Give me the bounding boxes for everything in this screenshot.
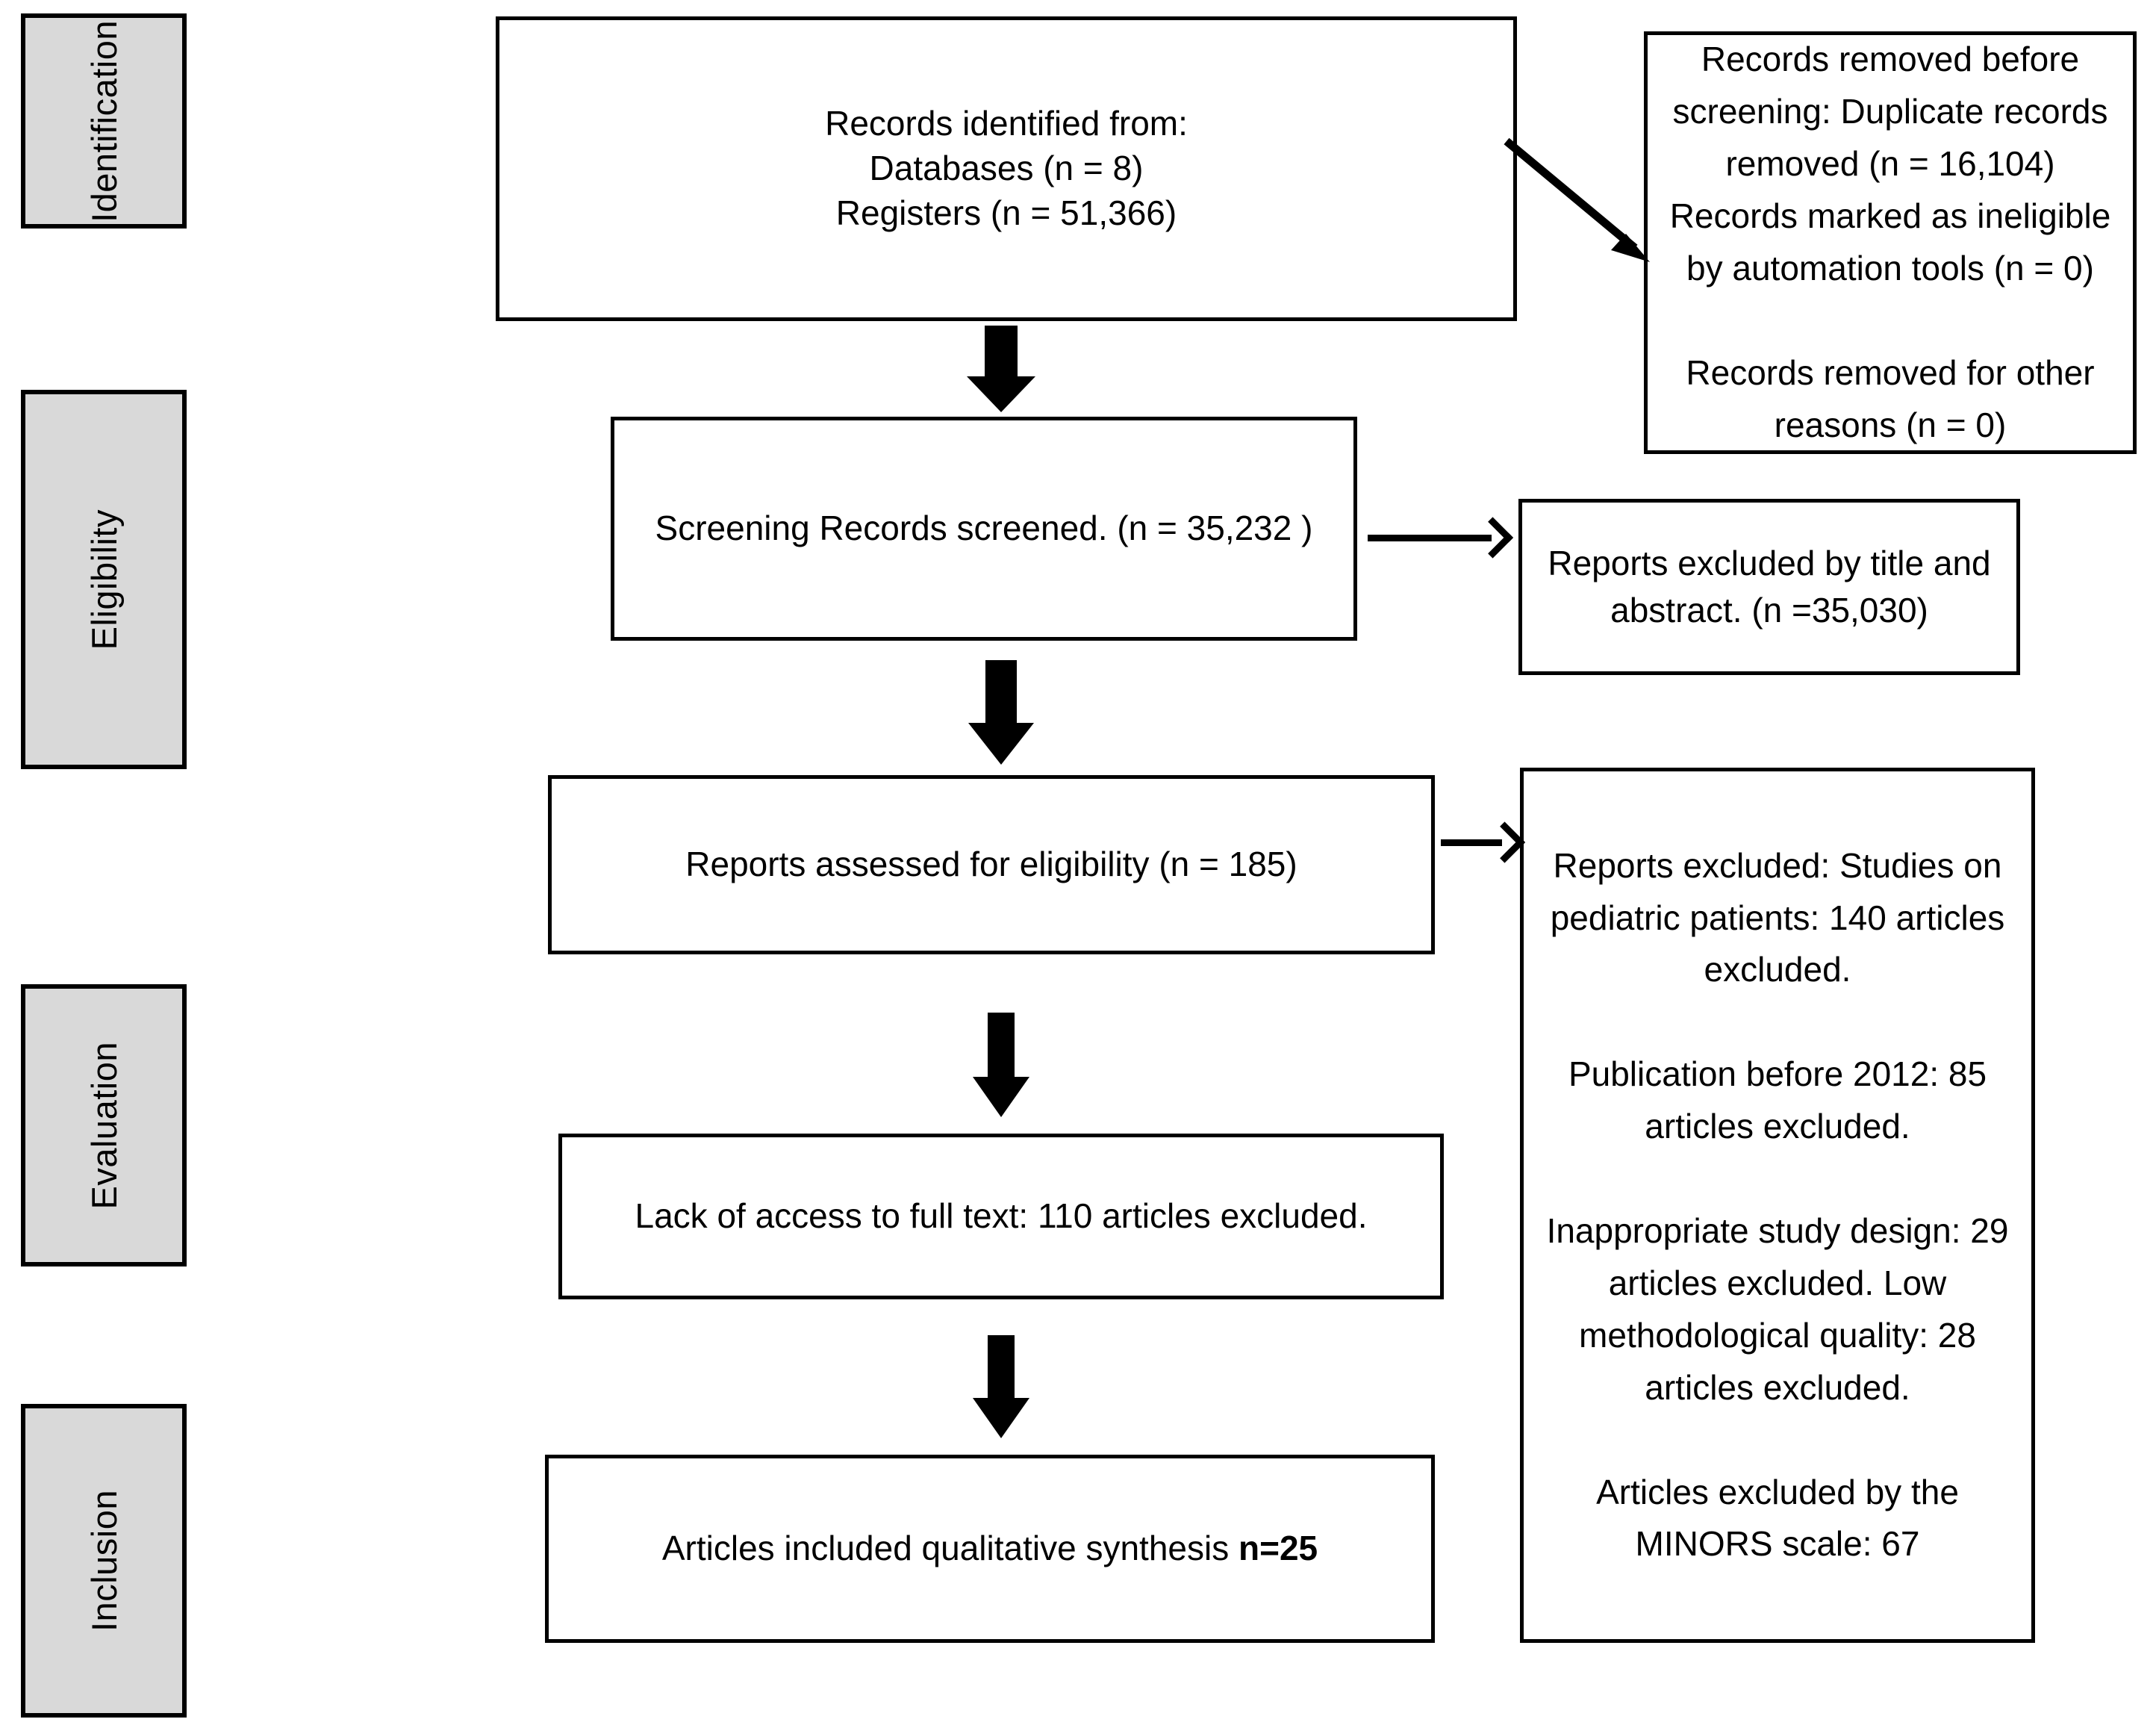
node-records-screened: Screening Records screened. (n = 35,232 … (611, 417, 1357, 641)
node-articles-included-count: n=25 (1239, 1529, 1318, 1568)
arrow-shaft (985, 660, 1017, 726)
connector-identified-to-screened (960, 326, 1042, 412)
stage-box-eligibility: Eligibility (21, 390, 187, 769)
arrow-head (967, 376, 1035, 412)
stage-label-inclusion: Inclusion (84, 1490, 124, 1632)
connector-screened-to-excluded (1368, 515, 1514, 560)
connector-assessed-to-excluded (1441, 820, 1526, 865)
connector-assessed-to-lack (960, 1013, 1042, 1125)
arrow-shaft (988, 1013, 1015, 1080)
node-records-removed-before-screening-text: Records removed before screening: Duplic… (1669, 40, 2111, 444)
node-records-identified-text: Records identified from: Databases (n = … (825, 104, 1188, 232)
connector-lack-to-included (960, 1335, 1042, 1446)
arrow-line (1368, 535, 1492, 541)
node-articles-included-label: Articles included qualitative synthesis (661, 1529, 1239, 1568)
arrow-head (968, 723, 1034, 765)
connector-screened-to-assessed (960, 660, 1042, 769)
node-records-removed-before-screening: Records removed before screening: Duplic… (1644, 31, 2137, 454)
diagonal-arrow-icon (1504, 137, 1650, 262)
node-reports-assessed-text: Reports assessed for eligibility (n = 18… (685, 845, 1297, 884)
arrow-head (1483, 821, 1526, 863)
node-articles-included: Articles included qualitative synthesis … (545, 1455, 1435, 1643)
node-lack-of-access-text: Lack of access to full text: 110 article… (635, 1196, 1368, 1236)
node-reports-assessed: Reports assessed for eligibility (n = 18… (548, 775, 1435, 954)
node-reports-excluded-title-abstract: Reports excluded by title and abstract. … (1518, 499, 2020, 675)
stage-box-inclusion: Inclusion (21, 1404, 187, 1718)
stage-label-identification: Identification (84, 19, 124, 223)
node-articles-included-text: Articles included qualitative synthesis … (646, 1526, 1334, 1571)
arrow-shaft (985, 326, 1018, 379)
stage-label-evaluation: Evaluation (84, 1041, 124, 1210)
arrow-line (1441, 839, 1502, 846)
arrow-head (973, 1077, 1029, 1117)
arrow-head (1471, 517, 1514, 559)
node-lack-of-access: Lack of access to full text: 110 article… (558, 1134, 1444, 1299)
node-reports-excluded-title-abstract-text: Reports excluded by title and abstract. … (1548, 544, 1991, 630)
stage-box-evaluation: Evaluation (21, 984, 187, 1266)
node-reports-excluded-reasons: Reports excluded: Studies on pediatric p… (1520, 768, 2035, 1643)
node-records-identified: Records identified from: Databases (n = … (496, 16, 1517, 321)
arrow-shaft (988, 1335, 1015, 1401)
arrow-head (973, 1398, 1029, 1438)
stage-label-eligibility: Eligibility (84, 509, 124, 650)
node-reports-excluded-reasons-text: Reports excluded: Studies on pediatric p… (1546, 845, 2009, 1564)
connector-identified-to-removed (1504, 137, 1660, 280)
node-records-screened-text: Screening Records screened. (n = 35,232 … (655, 509, 1313, 548)
stage-box-identification: Identification (21, 13, 187, 229)
